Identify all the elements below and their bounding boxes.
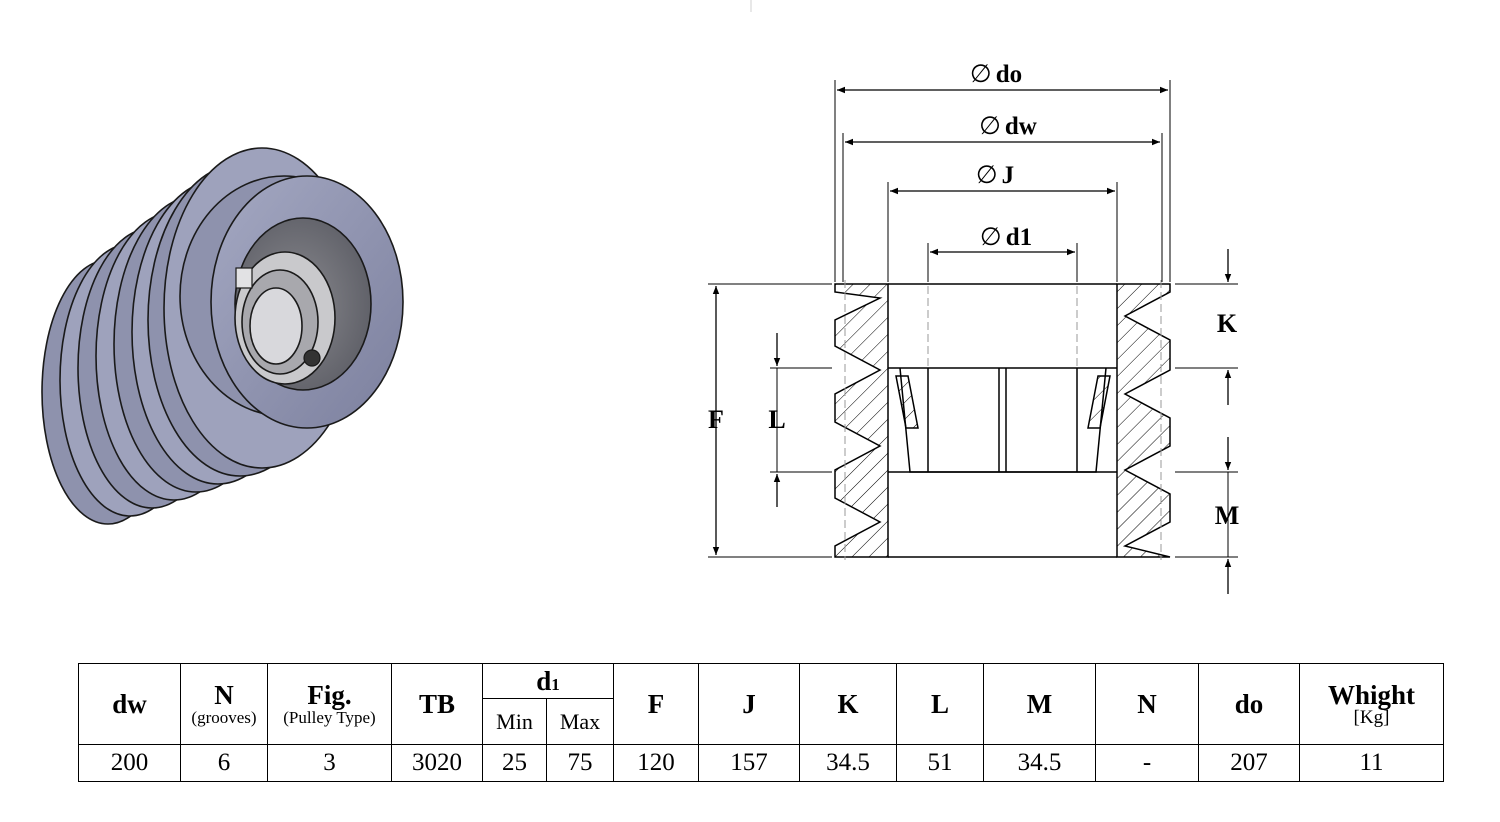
right-wall-section (1116, 283, 1171, 558)
label-K: K (1217, 309, 1238, 338)
header-weight: Whight[Kg] (1299, 663, 1444, 745)
label-F: F (708, 405, 724, 434)
header-n: N(grooves) (180, 663, 268, 745)
label-d1: ∅d1 (980, 224, 1032, 251)
label-dw: ∅dw (979, 113, 1037, 140)
label-J: ∅J (976, 162, 1014, 189)
cell-n: 6 (180, 744, 268, 782)
header-d1-max: Max (546, 698, 614, 745)
cell-d1-min: 25 (482, 744, 547, 782)
header-n2: N (1095, 663, 1199, 745)
header-j: J (698, 663, 800, 745)
cell-k: 34.5 (799, 744, 897, 782)
cell-fig: 3 (267, 744, 392, 782)
cell-weight: 11 (1299, 744, 1444, 782)
left-wall-section (834, 283, 889, 558)
header-d1: d1 (482, 663, 614, 699)
header-k: K (799, 663, 897, 745)
header-tb: TB (391, 663, 483, 745)
cell-n2: - (1095, 744, 1199, 782)
cell-dw: 200 (78, 744, 181, 782)
cell-do: 207 (1198, 744, 1300, 782)
header-d1-min: Min (482, 698, 547, 745)
cell-j: 157 (698, 744, 800, 782)
table-row: 200 6 3 3020 25 75 120 157 34.5 51 34.5 … (78, 744, 1444, 782)
cell-m: 34.5 (983, 744, 1096, 782)
technical-drawing: ∅do ∅dw ∅J ∅d1 F L K M (41, 0, 1239, 594)
cell-d1-max: 75 (546, 744, 614, 782)
label-M: M (1215, 501, 1240, 530)
pulley-section-view: ∅do ∅dw ∅J ∅d1 F L K M (708, 61, 1239, 594)
label-L: L (768, 405, 785, 434)
header-do: do (1198, 663, 1300, 745)
cell-tb: 3020 (391, 744, 483, 782)
header-m: M (983, 663, 1096, 745)
spec-table: dw N(grooves) Fig.(Pulley Type) TB d1 F … (78, 663, 1444, 782)
cell-f: 120 (613, 744, 699, 782)
header-dw: dw (78, 663, 181, 745)
header-fig: Fig.(Pulley Type) (267, 663, 392, 745)
cell-l: 51 (896, 744, 984, 782)
header-f: F (613, 663, 699, 745)
label-do: ∅do (970, 61, 1022, 88)
pulley-3d-view (41, 147, 404, 525)
header-l: L (896, 663, 984, 745)
